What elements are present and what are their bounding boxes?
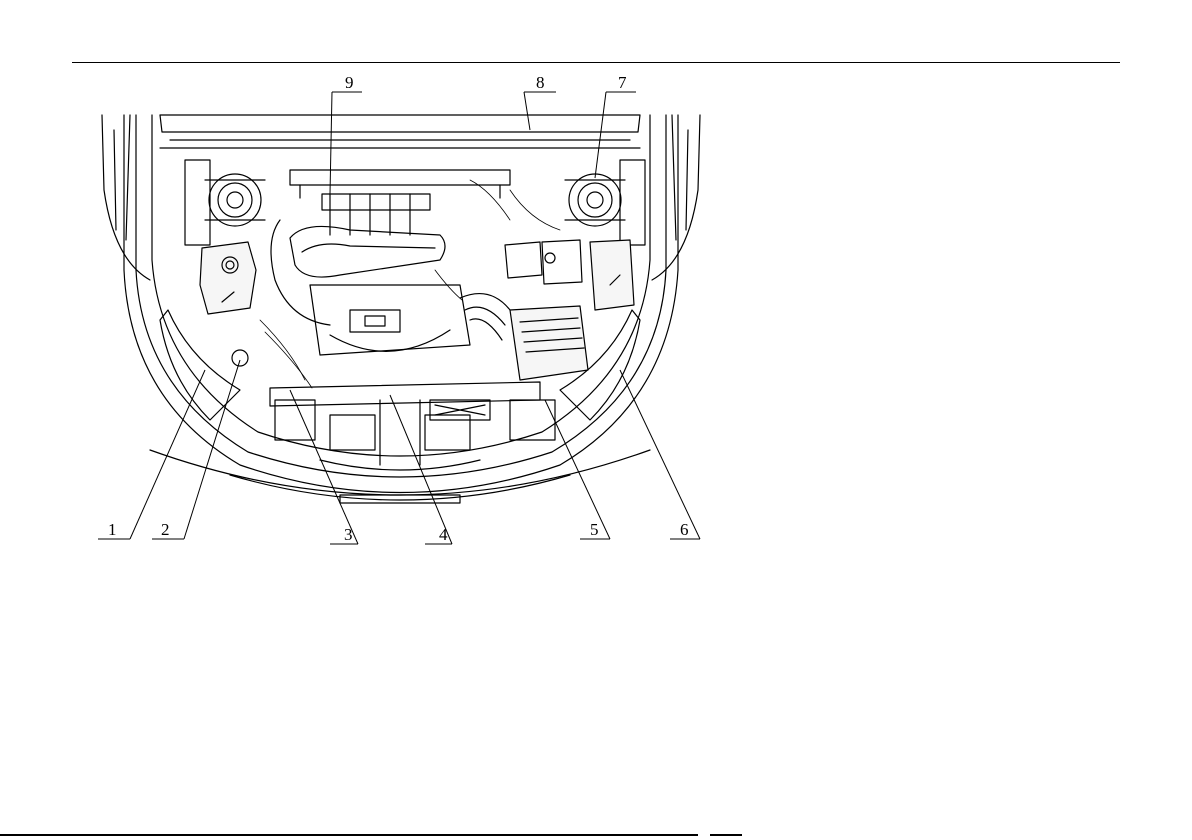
callout-label-1: 1 xyxy=(108,520,117,539)
fuse-box xyxy=(505,240,582,284)
footer-rule-short xyxy=(710,834,742,836)
header-rule xyxy=(72,62,1120,63)
callout-leader-1 xyxy=(130,370,205,539)
coolant-reservoir xyxy=(200,242,256,314)
callout-leader-7 xyxy=(595,92,606,178)
callout-label-7: 7 xyxy=(618,73,627,92)
intake-manifold xyxy=(271,194,445,325)
battery xyxy=(590,240,634,310)
callout-label-4: 4 xyxy=(439,525,448,544)
callout-label-8: 8 xyxy=(536,73,545,92)
callout-leader-9 xyxy=(330,92,332,194)
callout-label-9: 9 xyxy=(345,73,354,92)
callout-leader-2 xyxy=(184,360,240,539)
callout-leader-6 xyxy=(620,370,700,539)
air-cleaner-box xyxy=(460,294,588,380)
engine-bay-diagram: 1 2 3 4 5 6 7 8 9 xyxy=(90,70,710,550)
callout-label-2: 2 xyxy=(161,520,170,539)
left-headlamp xyxy=(160,310,248,420)
callout-label-3: 3 xyxy=(344,525,353,544)
engine-block xyxy=(310,285,470,355)
callout-leader-8 xyxy=(524,92,530,130)
cowl-panel xyxy=(160,115,640,198)
body-frame xyxy=(102,115,700,503)
callout-leader-5 xyxy=(545,400,610,539)
radiator-support xyxy=(270,382,555,470)
left-strut-mount xyxy=(185,160,265,245)
callout-label-5: 5 xyxy=(590,520,599,539)
right-strut-mount xyxy=(565,160,645,245)
callout-leader-3 xyxy=(290,390,358,544)
callout-label-6: 6 xyxy=(680,520,689,539)
footer-rule xyxy=(0,834,698,836)
